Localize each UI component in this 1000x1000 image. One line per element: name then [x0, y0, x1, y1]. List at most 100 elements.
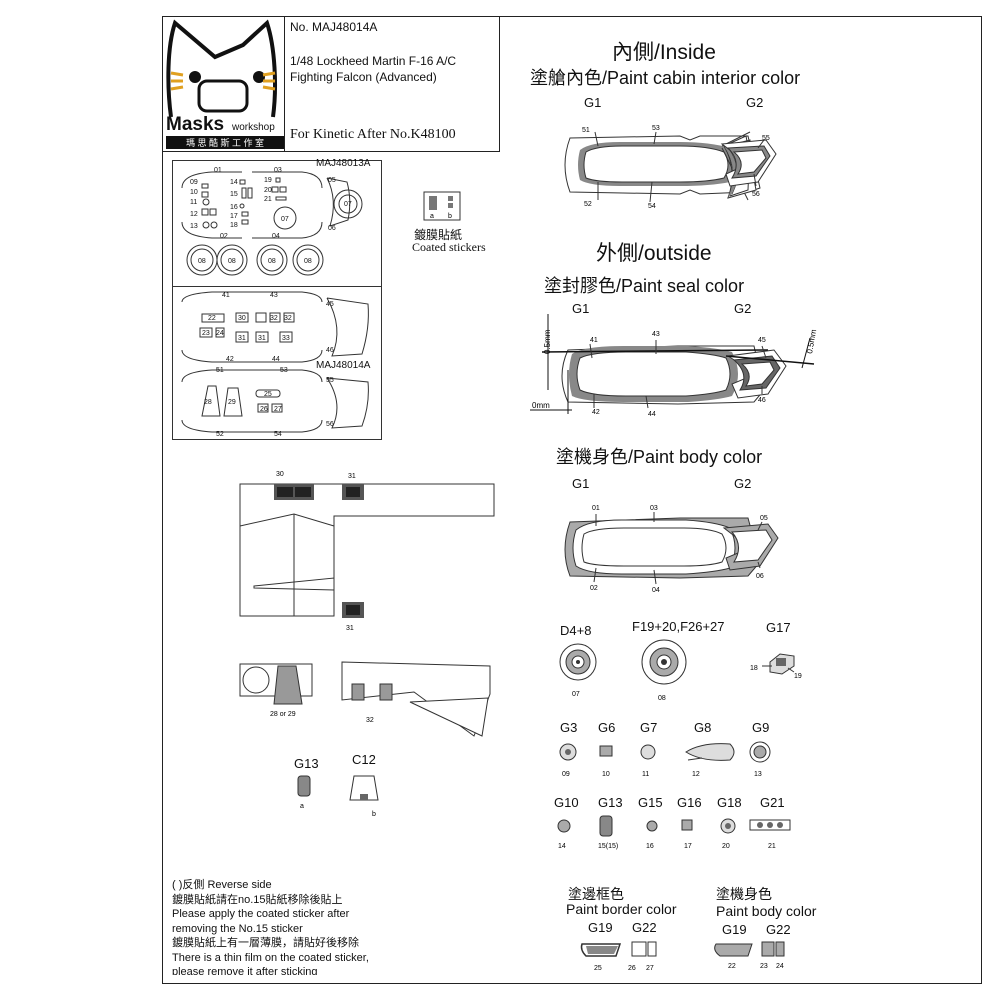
part-label-20: 20: [722, 843, 730, 850]
sheet-top-label: MAJ48013A: [316, 158, 371, 169]
inside-label-53: 53: [652, 125, 660, 132]
product-number: No. MAJ48014A: [290, 20, 378, 34]
sheet-num: 31: [238, 335, 246, 342]
outside-canopy-drawing: 0.5mm 0mm 41 43 42 44: [530, 314, 769, 418]
sheet-num: 19: [264, 177, 272, 184]
coated-a-label: a: [430, 213, 434, 220]
sheet-num: 04: [272, 233, 280, 240]
coated-en: Coated stickers: [412, 240, 486, 254]
body-label-04: 04: [652, 587, 660, 594]
mask-08-b: [216, 244, 248, 276]
notes-block: ( )反側 Reverse side 鍍膜貼紙請在no.15貼紙移除後貼上 Pl…: [172, 878, 369, 975]
body-g2: G2: [734, 476, 752, 491]
note-line-5: 鍍膜貼紙上有一層薄膜，請貼好後移除: [172, 937, 359, 949]
inside-g1: G1: [584, 95, 602, 110]
kit-note: For Kinetic After No.K48100: [290, 127, 456, 142]
note-line-1: ( )反側 Reverse side: [172, 879, 272, 891]
sheet-num: 45: [326, 301, 334, 308]
sheet-num: 15: [230, 191, 238, 198]
sheet-num: 16: [230, 204, 238, 211]
body-label-02: 02: [590, 585, 598, 592]
part-label-21: 21: [768, 843, 776, 850]
outside-label-44: 44: [648, 411, 656, 418]
sheet-num: 20: [264, 187, 272, 194]
outside-label-43: 43: [652, 331, 660, 338]
left-label-28-29: 28 or 29: [270, 711, 296, 718]
sheet-num: 06: [328, 225, 336, 232]
sheet-num: 46: [326, 347, 334, 354]
part-label-15: 15(15): [598, 843, 618, 850]
header-divider: [284, 16, 285, 152]
mask-01-outline: [181, 171, 242, 189]
part-g18: G18: [717, 795, 742, 810]
sheet-num: 55: [326, 377, 334, 384]
bottom-label-27: 27: [646, 965, 654, 972]
part-label-09: 09: [562, 771, 570, 778]
cockpit-panel-outline: [239, 483, 495, 617]
sheet-num: 43: [270, 292, 278, 299]
g13-c12-drawing: a b: [297, 775, 379, 818]
sheet-num: 29: [228, 399, 236, 406]
sheet-num: 24: [216, 330, 224, 337]
bottom-label-25: 25: [594, 965, 602, 972]
sheet-num: 08: [268, 258, 276, 265]
sheet-num: 22: [208, 315, 216, 322]
brand-main: Masks: [166, 114, 225, 135]
sheet-num: 07: [344, 201, 352, 208]
sticker-sheet-divider: [172, 286, 382, 287]
sheet-num: 51: [216, 367, 224, 374]
wheels-drawing: 07 08 18 19: [559, 639, 802, 702]
mask-07-right: [333, 189, 363, 219]
outside-g1: G1: [572, 301, 590, 316]
sheet-num: 09: [190, 179, 198, 186]
part-label-14: 14: [558, 843, 566, 850]
inside-label-51: 51: [582, 127, 590, 134]
part-g7: G7: [640, 720, 658, 735]
sheet-num: 11: [190, 199, 197, 206]
outside-g2-drawing: 0.5mm 45 46: [725, 328, 818, 404]
sticker-sheet-panel: [172, 160, 382, 440]
outside-label-41: 41: [590, 337, 598, 344]
body-canopy-drawing: 01 03 02 04: [564, 505, 761, 594]
part-d48: D4+8: [560, 623, 592, 638]
sheet-num: 01: [214, 167, 222, 174]
bottom-g19-a: G19: [588, 920, 613, 935]
inside-canopy-drawing: 51 53 52 54: [564, 125, 761, 210]
left-g13: G13: [294, 756, 319, 771]
body-color-en: Paint body color: [716, 903, 817, 919]
part-label-11: 11: [642, 771, 649, 778]
border-color-cn: 塗邊框色: [568, 886, 624, 902]
left-label-b: b: [372, 811, 376, 818]
sheet-num: 54: [274, 431, 282, 438]
instruction-sheet-frame: [162, 16, 982, 984]
coated-cn: 鍍膜貼紙: [414, 228, 463, 242]
sheet-num: 52: [216, 431, 224, 438]
side-console: [341, 661, 491, 737]
left-label-31a: 31: [348, 473, 356, 480]
sheet-num: 10: [190, 189, 198, 196]
bottom-g22-b: G22: [766, 922, 791, 937]
part-label-17: 17: [684, 843, 692, 850]
bottom-g19-b: G19: [722, 922, 747, 937]
bottom-label-24: 24: [776, 963, 784, 970]
outside-mm05-right: 0.5mm: [805, 328, 818, 354]
part-g6: G6: [598, 720, 616, 735]
sheet-num: 13: [190, 223, 198, 230]
sheet-num: 28: [204, 399, 212, 406]
note-line-7: please remove it after sticking: [172, 966, 318, 975]
note-line-3: Please apply the coated sticker after: [172, 908, 350, 920]
body-subtitle: 塗機身色/Paint body color: [556, 447, 763, 467]
sticker-sheet-drawing: 01 03 09 10 11 12 13 14 15 16 17 18 19 2…: [181, 167, 369, 438]
sheet-num: 53: [280, 367, 288, 374]
sheet-num: 23: [202, 330, 210, 337]
sheet-num: 02: [220, 233, 228, 240]
mask-08-c: [256, 244, 288, 276]
part-g3: G3: [560, 720, 578, 735]
left-label-31b: 31: [346, 625, 354, 632]
note-line-6: There is a thin film on the coated stick…: [172, 951, 369, 964]
body-label-03: 03: [650, 505, 658, 512]
outside-subtitle: 塗封膠色/Paint seal color: [544, 276, 745, 296]
left-c12: C12: [352, 752, 376, 767]
sheet-num: 31: [258, 335, 266, 342]
part-g9: G9: [752, 720, 770, 735]
